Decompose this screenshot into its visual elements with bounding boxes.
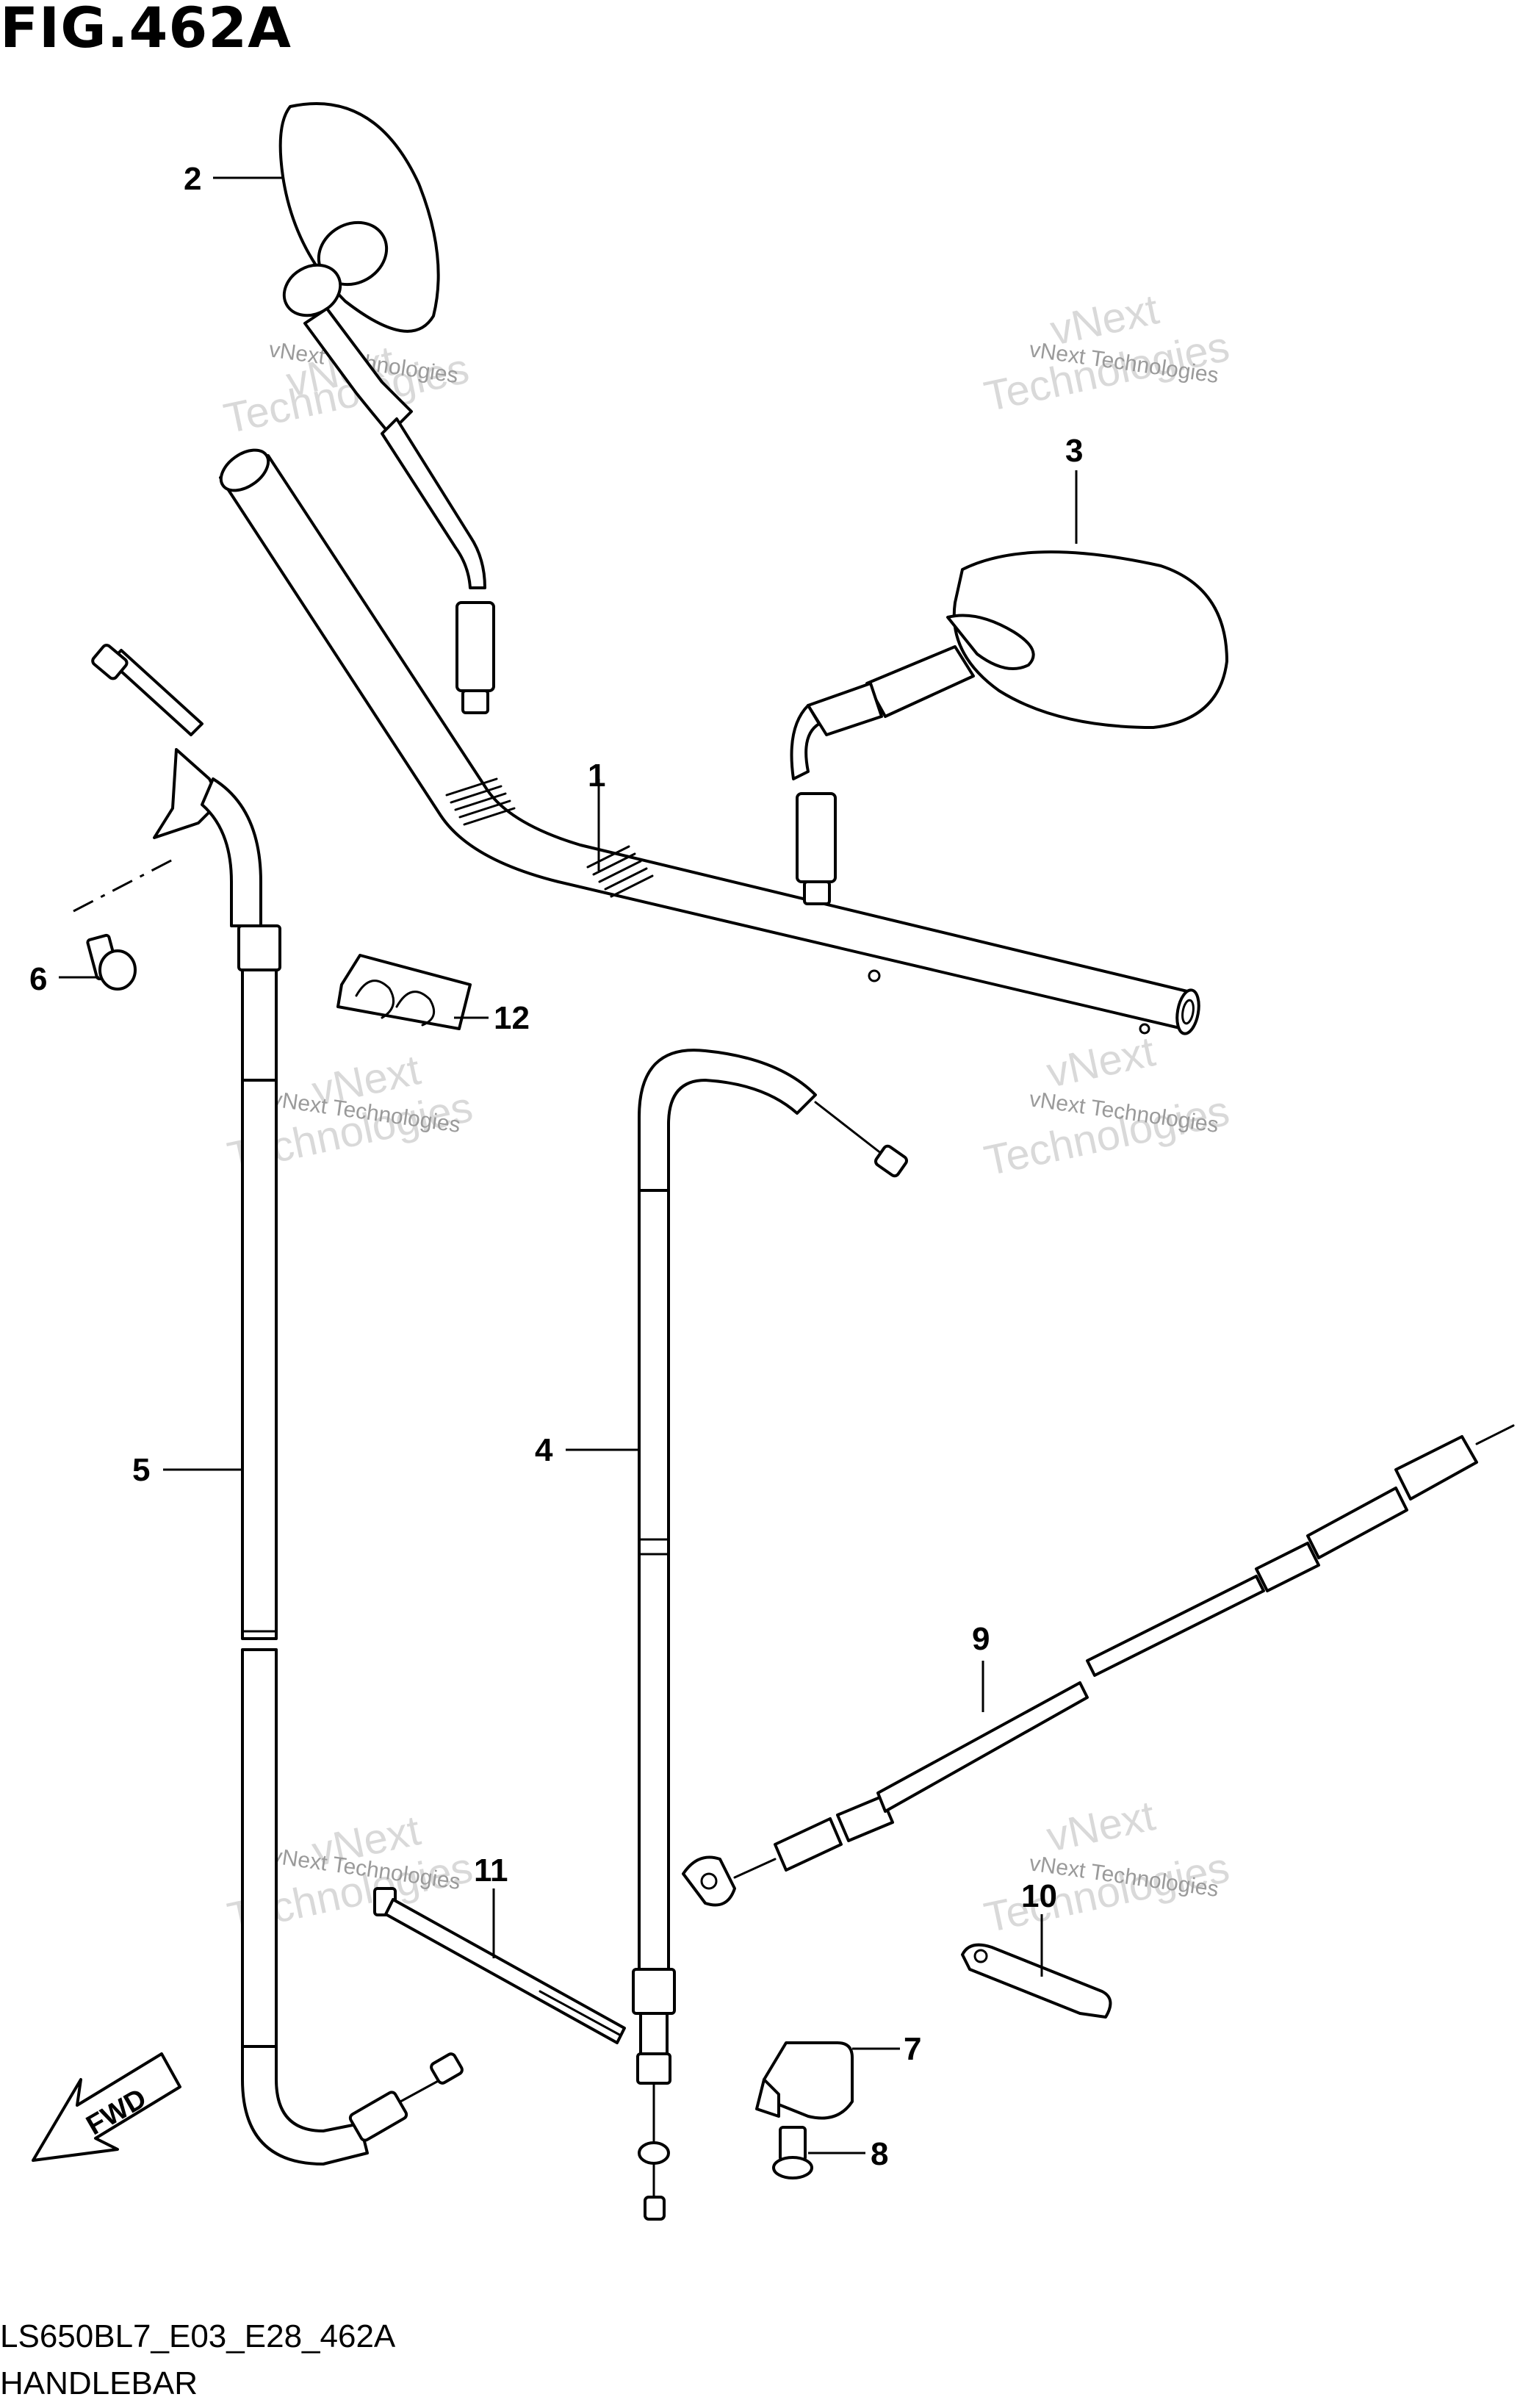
figure-name: HANDLEBAR xyxy=(0,2365,198,2401)
watermark-bottom-right: vNext Technologies vNext Technologies xyxy=(980,1791,1233,1941)
callout-9: 9 xyxy=(972,1621,990,1657)
callout-12: 12 xyxy=(494,1000,530,1036)
callout-8: 8 xyxy=(871,2136,888,2172)
cable-holder-part xyxy=(961,1943,1112,2019)
brake-cable-part xyxy=(682,1424,1515,1907)
callout-6: 6 xyxy=(29,961,47,997)
mirror-left-part xyxy=(278,102,495,714)
screw-part xyxy=(73,858,173,991)
callout-3: 3 xyxy=(1065,433,1083,469)
handlebar-part xyxy=(219,448,1200,1035)
clutch-cable-part xyxy=(91,644,464,2166)
bolt-part xyxy=(772,2126,813,2179)
figure-code: LS650BL7_E03_E28_462A xyxy=(0,2318,396,2354)
callout-11: 11 xyxy=(474,1852,508,1888)
callout-1: 1 xyxy=(588,758,605,794)
svg-text:vNext: vNext xyxy=(1042,1027,1159,1096)
cable-clamp-part xyxy=(755,2041,854,2120)
forward-arrow-icon: FWD xyxy=(32,2052,181,2162)
callout-5: 5 xyxy=(132,1452,150,1488)
callout-10: 10 xyxy=(1021,1878,1057,1914)
mirror-right-part xyxy=(790,550,1228,905)
figure-title: FIG.462A xyxy=(0,0,292,60)
callout-2: 2 xyxy=(184,161,201,197)
svg-text:vNext: vNext xyxy=(1042,1791,1159,1861)
callout-4: 4 xyxy=(535,1432,553,1468)
leader-lines xyxy=(59,176,1078,2154)
throttle-cable-part xyxy=(632,1049,908,2221)
watermark-top-right: vNext Technologies vNext Technologies xyxy=(980,285,1233,420)
wire-clip-part xyxy=(336,954,472,1030)
callouts: 1 2 3 4 5 6 7 8 9 10 11 12 xyxy=(29,161,1083,2172)
cable-tie-part xyxy=(373,1887,626,2044)
callout-7: 7 xyxy=(904,2031,921,2067)
watermark-mid-right: vNext Technologies vNext Technologies xyxy=(980,1027,1233,1185)
